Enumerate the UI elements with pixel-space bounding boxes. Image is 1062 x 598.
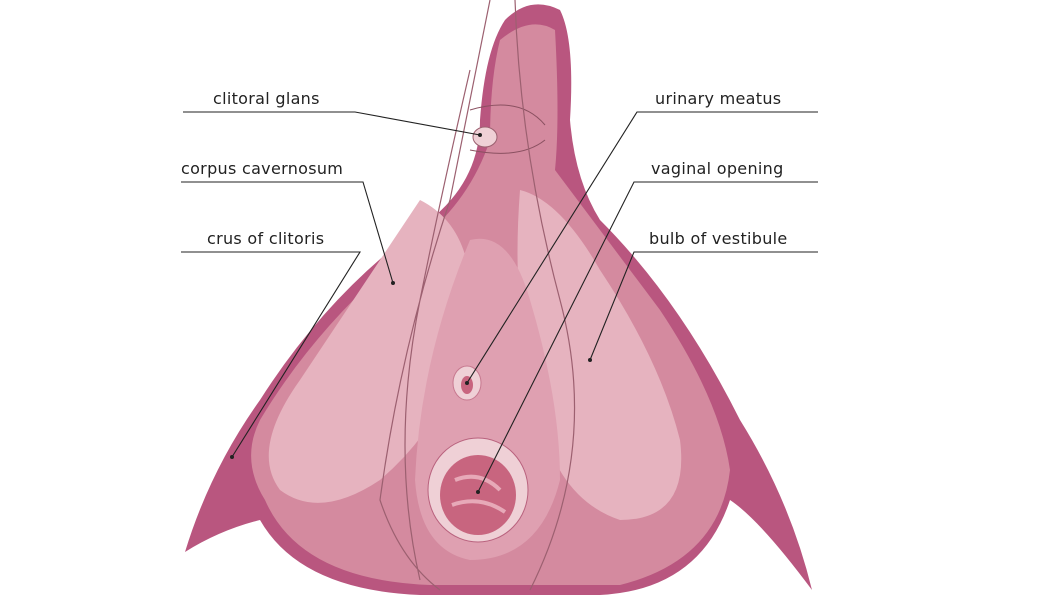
label-urinary-meatus: urinary meatus [655, 89, 782, 108]
label-clitoral-glans: clitoral glans [213, 89, 320, 108]
right-bulb [517, 190, 682, 520]
leader-lines [181, 111, 818, 493]
label-bulb-of-vestibule: bulb of vestibule [649, 229, 788, 248]
label-corpus-cavernosum: corpus cavernosum [181, 159, 344, 178]
label-crus-of-clitoris: crus of clitoris [207, 229, 325, 248]
nerves [379, 0, 576, 591]
clitoral-glans-shape [472, 126, 498, 148]
label-vaginal-opening: vaginal opening [651, 159, 784, 178]
